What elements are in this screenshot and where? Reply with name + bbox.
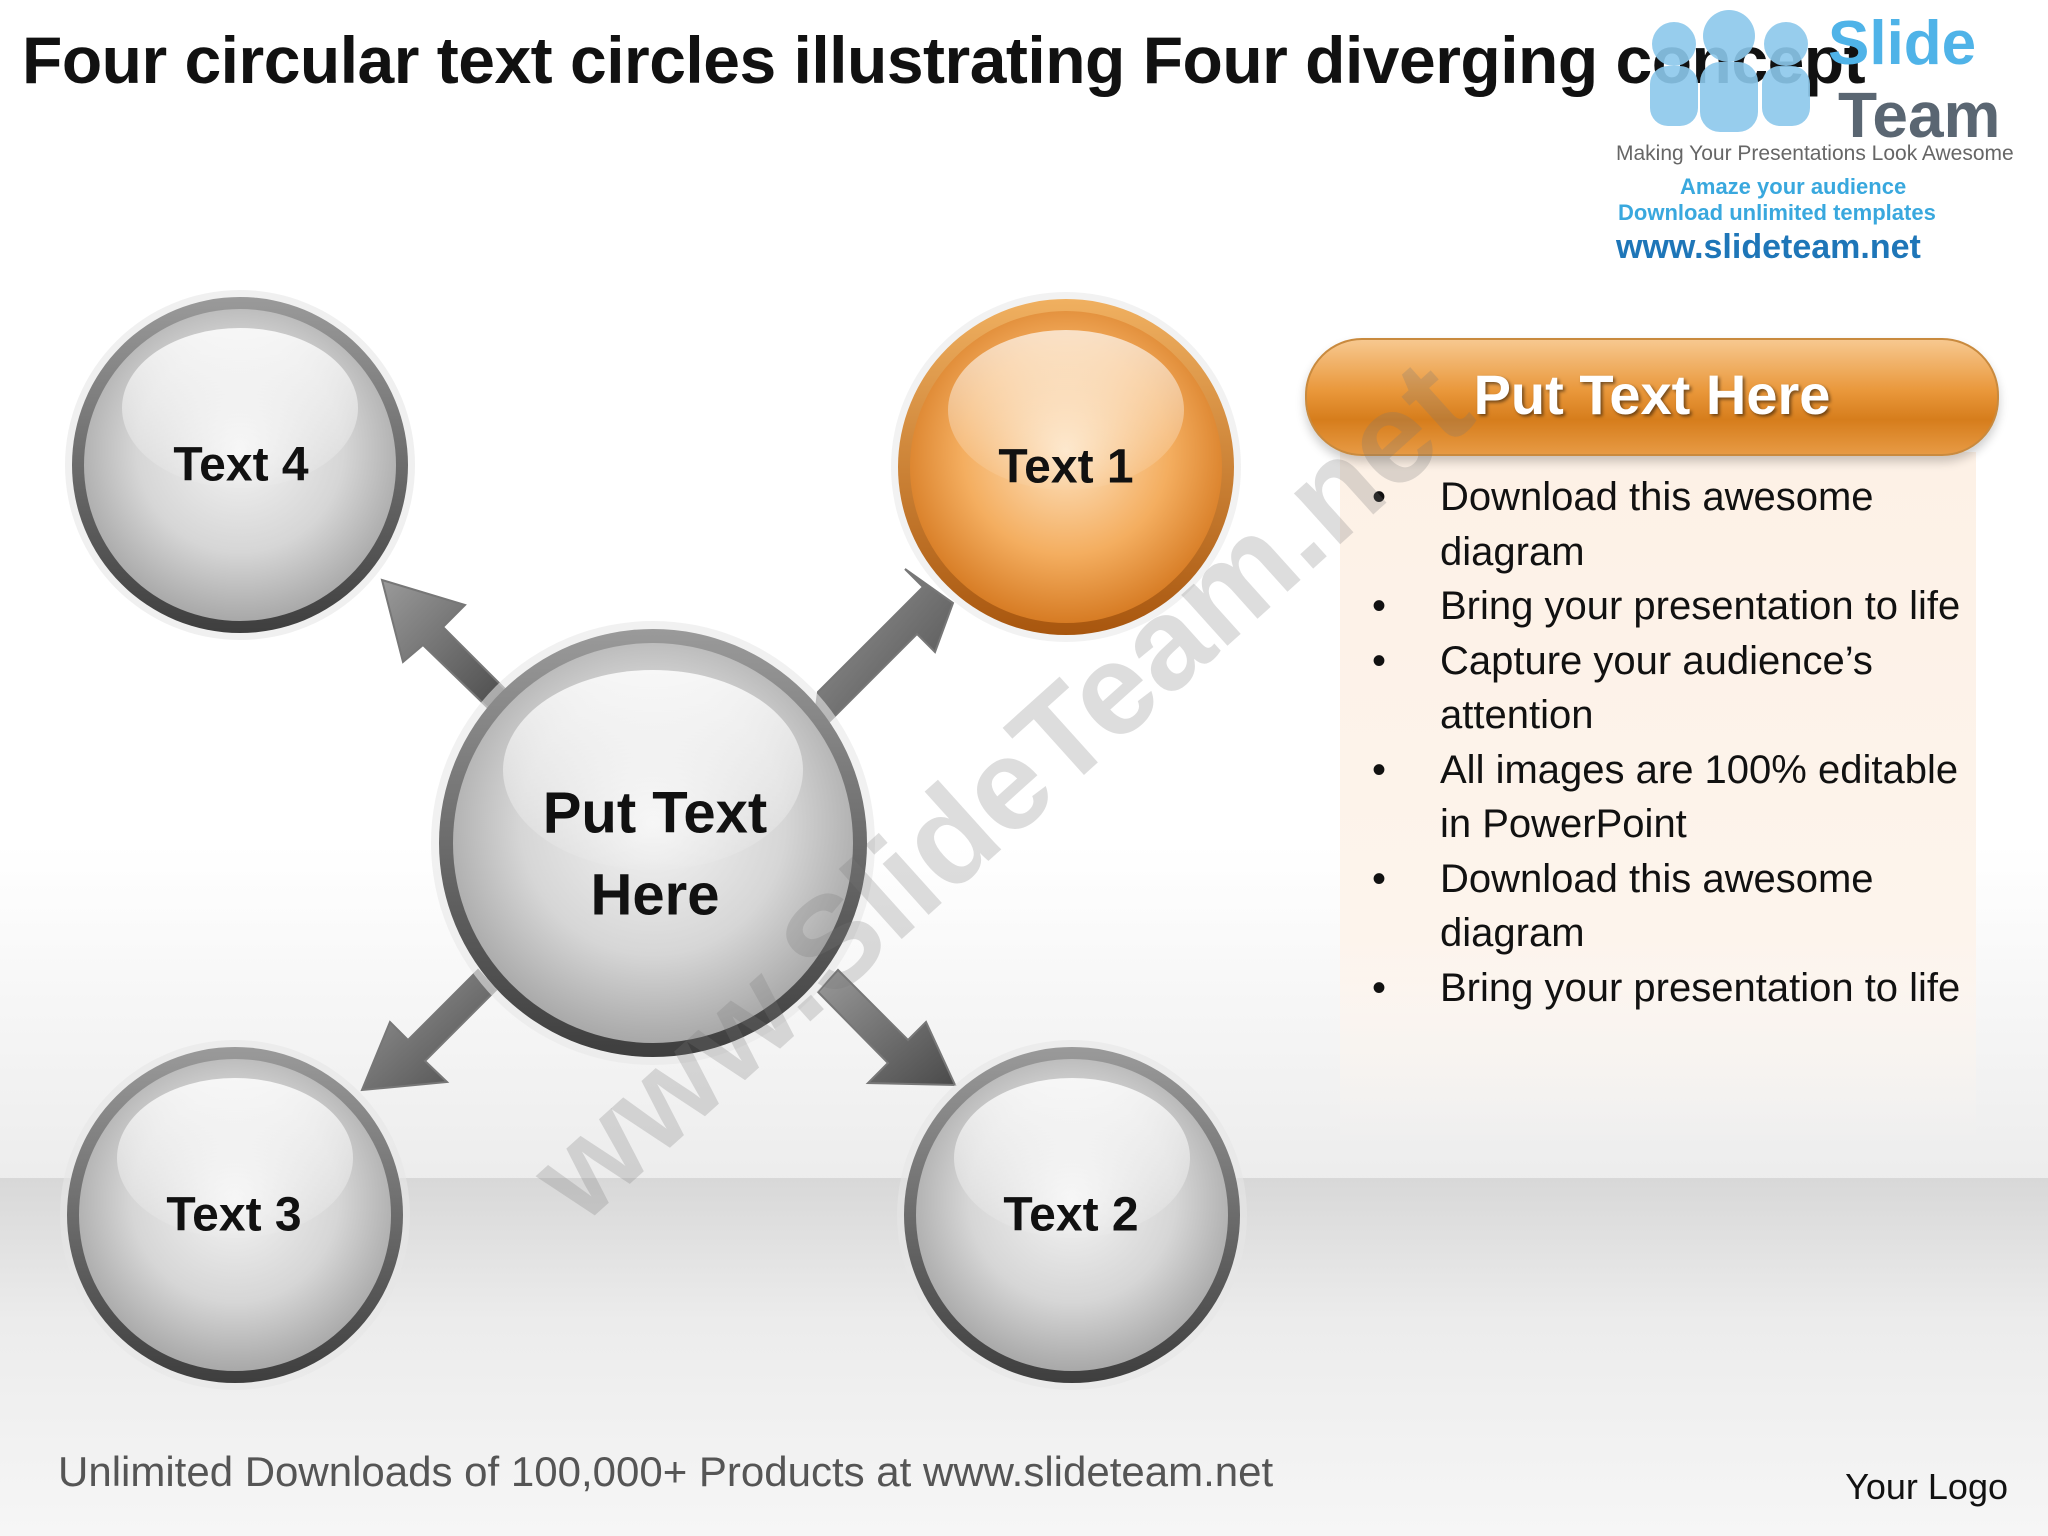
center-circle: [431, 621, 875, 1065]
bullet-item: All images are 100% editable in PowerPoi…: [1368, 743, 1968, 852]
center-label-line-2: Here: [590, 862, 720, 928]
bullet-item: Download this awesome diagram: [1368, 470, 1968, 579]
arrow-to-text-3: [360, 968, 498, 1092]
bullet-item: Bring your presentation to life: [1368, 961, 1968, 1016]
circle-label-text-3: Text 3: [166, 1188, 302, 1242]
arrow-to-text-4: [380, 578, 510, 712]
center-label-line-1: Put Text: [542, 780, 768, 846]
circle-label-text-4: Text 4: [173, 438, 309, 492]
logo-placeholder: Your Logo: [1845, 1466, 2008, 1507]
circle-label-text-1: Text 1: [998, 440, 1134, 494]
text-panel-heading: Put Text Here: [1305, 338, 1999, 456]
slide-title: Four circular text circles illustrating …: [22, 23, 1866, 97]
circle-text-1: [891, 292, 1241, 642]
bullet-item: Bring your presentation to life: [1368, 579, 1968, 634]
brand-tagline: Making Your Presentations Look Awesome: [1616, 142, 2014, 165]
people-logo-icon: [1650, 10, 1810, 132]
bullet-item: Download this awesome diagram: [1368, 852, 1968, 961]
brand-url: www.slideteam.net: [1616, 228, 1921, 266]
footer-text: Unlimited Downloads of 100,000+ Products…: [58, 1448, 1274, 1495]
circle-label-text-2: Text 2: [1003, 1188, 1139, 1242]
circle-text-3: [60, 1040, 410, 1390]
bullet-list: Download this awesome diagram Bring your…: [1368, 470, 1968, 1015]
slideteam-brand-logo: Slide Team Making Your Presentations Loo…: [1610, 4, 2030, 266]
brand-line-1: Amaze your audience: [1680, 174, 1907, 199]
circle-text-4: [65, 290, 415, 640]
circle-text-2: [897, 1040, 1247, 1390]
brand-line-2: Download unlimited templates: [1618, 200, 1936, 225]
bullet-item: Capture your audience’s attention: [1368, 634, 1968, 743]
brand-name-team: Team: [1838, 79, 2001, 151]
brand-name-slide: Slide: [1828, 9, 1977, 78]
arrow-to-text-2: [816, 968, 957, 1087]
panel-heading-text: Put Text Here: [1473, 363, 1831, 426]
